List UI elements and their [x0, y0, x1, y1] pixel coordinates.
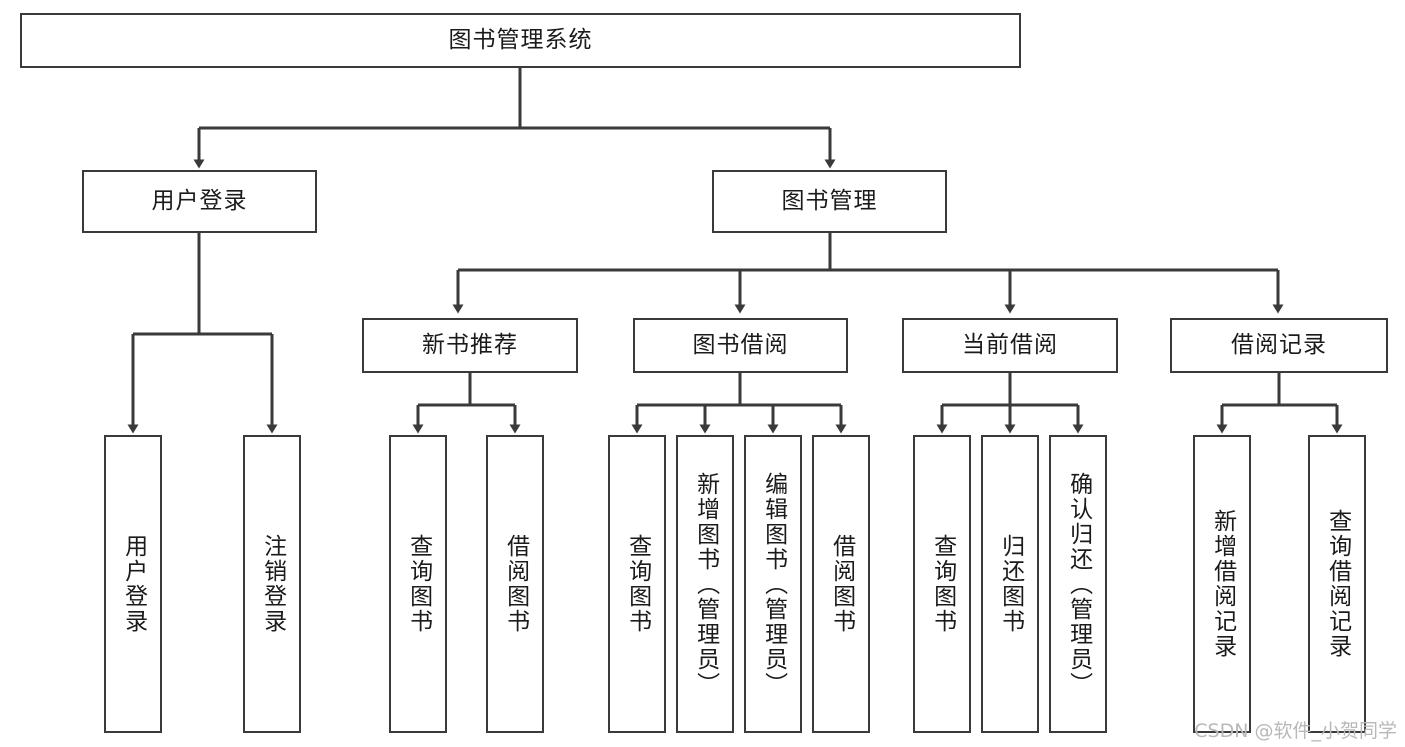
node-root-book-management-system[interactable]: 图书管理系统 — [20, 13, 1021, 68]
node-label: 注销登录 — [259, 534, 286, 634]
leaf-current-borrow-query-book[interactable]: 查询图书 — [913, 435, 971, 733]
leaf-current-borrow-confirm-return-admin[interactable]: 确认归还（管理员） — [1049, 435, 1107, 733]
leaf-user-login-logout[interactable]: 注销登录 — [243, 435, 301, 733]
node-label: 新增图书（管理员） — [692, 471, 719, 697]
node-borrow-record[interactable]: 借阅记录 — [1170, 318, 1388, 373]
leaf-new-book-query-book[interactable]: 查询图书 — [389, 435, 447, 733]
node-label: 查询图书 — [405, 534, 432, 634]
node-label: 查询图书 — [624, 534, 651, 634]
node-label: 借阅图书 — [828, 534, 855, 634]
node-book-management[interactable]: 图书管理 — [712, 170, 947, 233]
leaf-current-borrow-return-book[interactable]: 归还图书 — [981, 435, 1039, 733]
node-label: 用户登录 — [151, 187, 248, 214]
leaf-book-borrow-add-book-admin[interactable]: 新增图书（管理员） — [676, 435, 734, 733]
leaf-book-borrow-edit-book-admin[interactable]: 编辑图书（管理员） — [744, 435, 802, 733]
node-book-borrow[interactable]: 图书借阅 — [633, 318, 848, 373]
csdn-watermark: CSDN @软件_小贺同学 — [1194, 720, 1397, 742]
node-label: 图书管理系统 — [448, 26, 593, 53]
leaf-book-borrow-borrow-book[interactable]: 借阅图书 — [812, 435, 870, 733]
node-label: 确认归还（管理员） — [1065, 471, 1092, 697]
node-label: 图书借阅 — [692, 331, 789, 358]
node-label: 新书推荐 — [422, 331, 518, 358]
node-label: 查询借阅记录 — [1324, 509, 1351, 659]
node-label: 新增借阅记录 — [1209, 509, 1236, 659]
leaf-new-book-borrow-book[interactable]: 借阅图书 — [486, 435, 544, 733]
leaf-borrow-record-add-record[interactable]: 新增借阅记录 — [1193, 435, 1251, 733]
node-label: 借阅图书 — [502, 534, 529, 634]
leaf-user-login-login[interactable]: 用户登录 — [104, 435, 162, 733]
node-label: 借阅记录 — [1231, 331, 1327, 358]
node-label: 归还图书 — [997, 534, 1024, 634]
leaf-book-borrow-query-book[interactable]: 查询图书 — [608, 435, 666, 733]
leaf-borrow-record-query-record[interactable]: 查询借阅记录 — [1308, 435, 1366, 733]
node-label: 查询图书 — [929, 534, 956, 634]
node-new-book-recommend[interactable]: 新书推荐 — [362, 318, 578, 373]
node-label: 图书管理 — [781, 187, 878, 214]
node-label: 当前借阅 — [962, 331, 1058, 358]
node-label: 编辑图书（管理员） — [760, 471, 787, 697]
node-label: 用户登录 — [120, 534, 147, 634]
node-current-borrow[interactable]: 当前借阅 — [902, 318, 1118, 373]
node-user-login[interactable]: 用户登录 — [82, 170, 317, 233]
